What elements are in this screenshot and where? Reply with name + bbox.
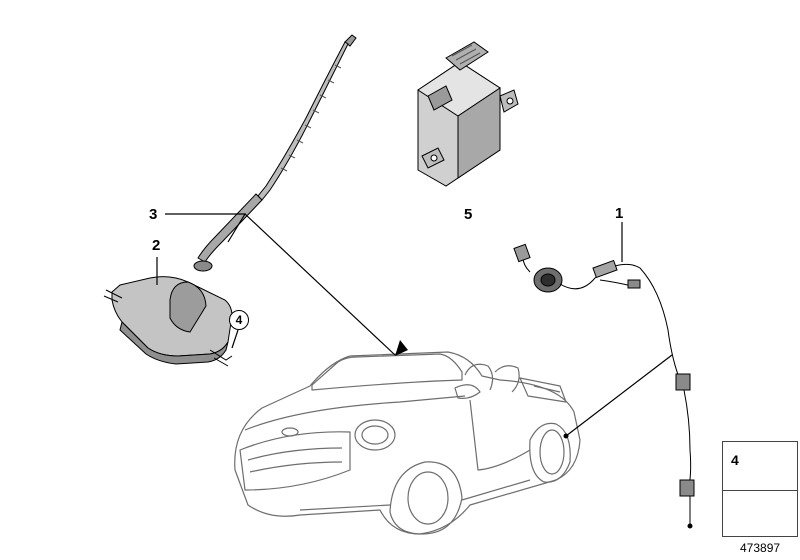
leader-lines: [156, 213, 673, 439]
legend-box: 4: [722, 441, 798, 537]
callout-part-1: 1: [615, 205, 624, 222]
leader-line-4: [231, 329, 239, 349]
car-outline: [234, 351, 581, 535]
antenna-base: [103, 276, 233, 367]
antenna-cable: [513, 243, 695, 529]
antenna-mast: [193, 34, 357, 272]
callout-part-2: 2: [152, 237, 161, 254]
leader-line-cable-to-car: [565, 354, 673, 437]
callout-part-5: 5: [464, 206, 473, 223]
control-unit: [417, 41, 519, 187]
legend-divider: [723, 490, 797, 491]
callout-part-4: 4: [229, 310, 249, 330]
leader-line-3-to-car: [244, 213, 396, 356]
reference-number: 473897: [740, 541, 781, 555]
legend-part-number: 4: [731, 452, 739, 468]
callout-part-3: 3: [149, 206, 158, 223]
